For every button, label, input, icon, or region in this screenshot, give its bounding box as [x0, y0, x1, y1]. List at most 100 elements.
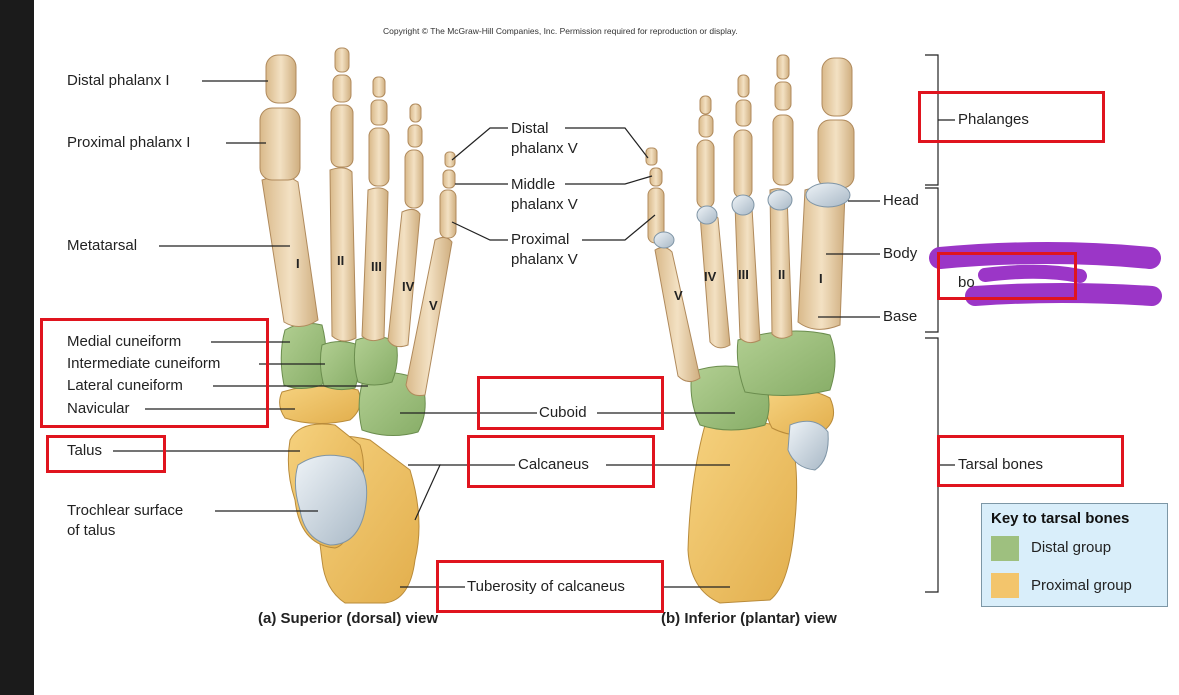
leader-lines — [113, 54, 955, 593]
plantar-talus-head — [787, 420, 829, 471]
plantar-head-iv — [696, 205, 718, 225]
dorsal-trochlear-surface — [294, 454, 368, 546]
plantar-cuneiforms — [736, 330, 836, 397]
plantar-head-v — [653, 231, 675, 249]
numeral-plantar-4: IV — [704, 269, 717, 284]
highlight-box-tuberosity — [436, 560, 664, 613]
numeral-plantar-5: V — [674, 288, 683, 303]
left-dark-bar — [0, 0, 34, 695]
label-lateral-cuneiform: Lateral cuneiform — [67, 377, 183, 394]
plantar-mid-phalanx-iv — [698, 114, 714, 138]
label-partial-hidden: bo — [958, 274, 975, 291]
label-phalanx-v-middle: phalanx V — [511, 196, 578, 213]
key-label-distal: Distal group — [1031, 539, 1112, 556]
label-distal: Distal — [511, 120, 549, 137]
dorsal-metatarsal-ii — [329, 167, 357, 342]
label-proximal-phalanx-i: Proximal phalanx I — [67, 134, 191, 151]
label-proximal: Proximal — [511, 231, 570, 248]
plantar-dist-phalanx-v — [645, 147, 658, 166]
highlight-box-metatarsals — [937, 252, 1077, 300]
plantar-metatarsal-i — [797, 186, 846, 330]
highlight-box-phalanges — [918, 91, 1105, 143]
label-metatarsal: Metatarsal — [67, 237, 138, 254]
label-intermediate-cuneiform: Intermediate cuneiform — [67, 355, 221, 372]
label-navicular: Navicular — [67, 400, 130, 417]
dorsal-mid-phalanx-ii — [332, 74, 352, 103]
label-phalanx-v-proximal: phalanx V — [511, 251, 578, 268]
label-middle: Middle — [511, 176, 556, 193]
dorsal-metatarsal-v — [405, 236, 453, 396]
highlight-box-talus — [46, 435, 166, 473]
plantar-dist-phalanx-ii — [776, 54, 790, 80]
label-talus: Talus — [67, 442, 103, 459]
dorsal-lateral-cuneiform — [353, 336, 398, 386]
label-head: Head — [883, 192, 919, 209]
dorsal-dist-phalanx-iii — [372, 76, 386, 98]
dorsal-dist-phalanx-iv — [409, 103, 422, 123]
dorsal-mid-phalanx-v — [442, 169, 456, 189]
numeral-plantar-1: I — [819, 271, 823, 286]
numeral-plantar-2: II — [778, 267, 786, 282]
plantar-head-iii — [731, 194, 755, 216]
highlight-box-calcaneus — [467, 435, 655, 488]
dorsal-mid-phalanx-iii — [370, 99, 388, 126]
plantar-prox-phalanx-ii — [772, 114, 794, 186]
plantar-dist-phalanx-iii — [737, 74, 750, 98]
plantar-mid-phalanx-ii — [774, 81, 792, 111]
numeral-dorsal-5: V — [429, 298, 438, 313]
numeral-dorsal-1: I — [296, 256, 300, 271]
plantar-mid-phalanx-v — [649, 167, 663, 187]
dorsal-navicular — [279, 384, 361, 425]
dorsal-metatarsal-iii — [361, 187, 389, 342]
plantar-foot — [645, 54, 855, 604]
plantar-head-i — [805, 182, 851, 208]
label-calcaneus: Calcaneus — [518, 456, 589, 473]
label-body: Body — [883, 245, 918, 262]
dorsal-prox-phalanx-v — [439, 189, 457, 239]
label-of-talus: of talus — [67, 522, 116, 539]
copyright-notice: Copyright © The McGraw-Hill Companies, I… — [383, 26, 738, 36]
caption-plantar-view: (b) Inferior (plantar) view — [661, 610, 837, 627]
label-tarsal-bones: Tarsal bones — [958, 456, 1044, 473]
dorsal-distal-phalanx-i — [265, 54, 297, 104]
plantar-head-ii — [767, 189, 793, 211]
key-swatch-distal — [991, 536, 1019, 561]
highlight-box-cuboid — [477, 376, 664, 430]
plantar-mid-phalanx-iii — [735, 99, 752, 127]
label-base: Base — [883, 308, 918, 325]
label-tuberosity: Tuberosity of calcaneus — [467, 578, 625, 595]
plantar-distal-phalanx-i — [821, 57, 853, 117]
dorsal-mid-phalanx-iv — [407, 124, 423, 148]
highlight-box-tarsal-bones — [937, 435, 1124, 487]
dorsal-dist-phalanx-ii — [334, 47, 350, 73]
plantar-dist-phalanx-iv — [699, 95, 712, 115]
dorsal-dist-phalanx-v — [444, 151, 456, 168]
dorsal-prox-phalanx-iv — [404, 149, 424, 209]
numeral-dorsal-4: IV — [402, 279, 415, 294]
label-cuboid: Cuboid — [539, 404, 587, 421]
label-phalanges: Phalanges — [958, 111, 1029, 128]
tarsal-key-legend: Key to tarsal bones Distal group Proxima… — [981, 503, 1168, 607]
plantar-metatarsal-ii — [769, 188, 793, 339]
dorsal-prox-phalanx-iii — [368, 127, 390, 187]
dorsal-prox-phalanx-ii — [330, 104, 354, 168]
dorsal-metatarsal-iv — [387, 208, 421, 348]
label-distal-phalanx-i: Distal phalanx I — [67, 72, 170, 89]
caption-dorsal-view: (a) Superior (dorsal) view — [258, 610, 439, 627]
dorsal-prox-phalanx-i — [259, 107, 301, 181]
dorsal-intermediate-cuneiform — [319, 341, 360, 391]
plantar-metatarsal-v — [654, 246, 701, 382]
label-medial-cuneiform: Medial cuneiform — [67, 333, 182, 350]
plantar-prox-phalanx-iv — [696, 139, 715, 209]
key-label-proximal: Proximal group — [1031, 577, 1132, 594]
key-swatch-proximal — [991, 573, 1019, 598]
key-title: Key to tarsal bones — [991, 510, 1130, 527]
plantar-calcaneus — [687, 420, 798, 604]
numeral-dorsal-2: II — [337, 253, 345, 268]
highlight-box-cuneiforms-navicular — [40, 318, 269, 428]
dorsal-metatarsal-i — [261, 176, 319, 327]
plantar-prox-phalanx-iii — [733, 129, 753, 199]
dorsal-medial-cuneiform — [280, 322, 327, 389]
numeral-plantar-3: III — [738, 267, 749, 282]
